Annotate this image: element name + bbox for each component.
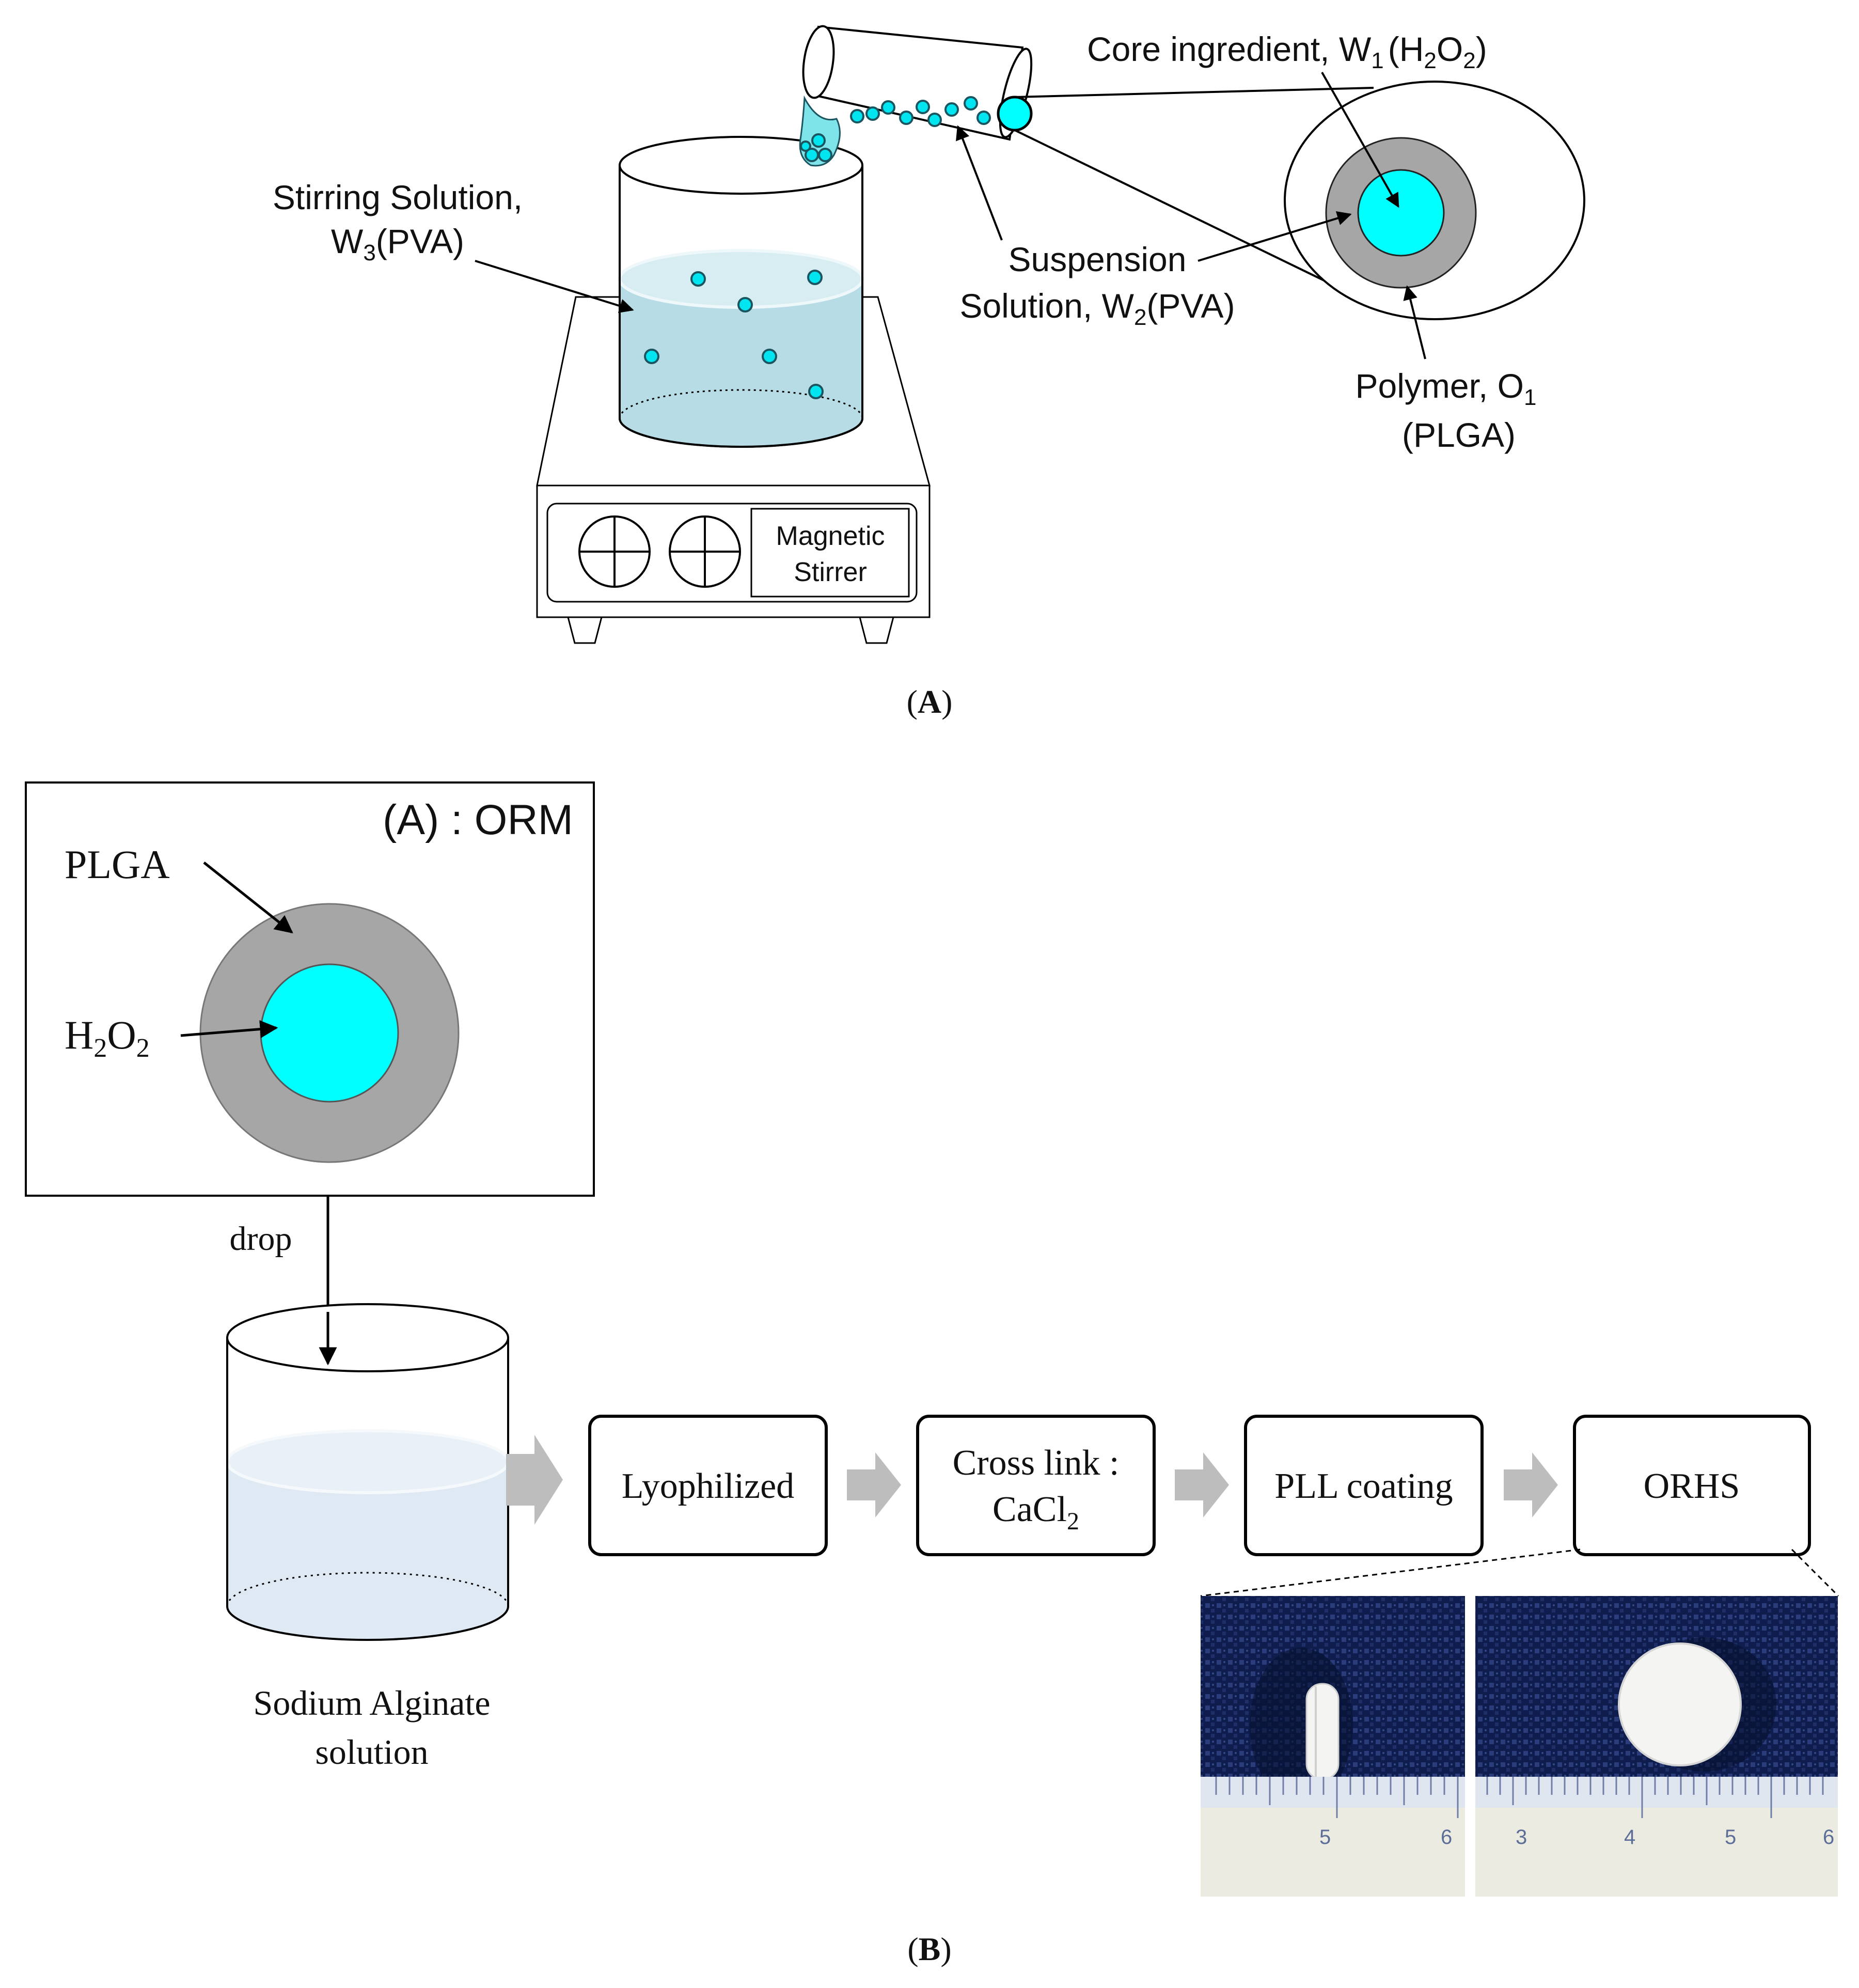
step-orhs: ORHS [1573,1415,1811,1556]
scaffold-side [1305,1683,1340,1780]
svg-text:Cross link :: Cross link : [953,1443,1120,1483]
polymer-label: Polymer, O1 (PLGA) [1356,285,1537,454]
zoom-line-bottom [1014,129,1364,301]
scaffold-top [1618,1642,1742,1766]
svg-text:CaCl2: CaCl2 [992,1490,1079,1535]
knob-1-icon[interactable] [578,515,651,588]
svg-text:6: 6 [1441,1826,1452,1849]
svg-text:5: 5 [1319,1826,1331,1849]
ruler-1: 5 6 [1201,1777,1465,1897]
suspension-solution-label: Suspension Solution, W2(PVA) [956,125,1352,330]
pouring-tube [799,25,1033,167]
beaker-label-line1: Sodium Alginate [254,1683,491,1723]
orm-title: (A) : ORM [383,796,573,843]
stirrer-label-line2: Stirrer [794,557,867,587]
orhs-photo-top: 3 4 5 6 [1475,1596,1838,1897]
svg-text:Stirring Solution,: Stirring Solution, [273,178,523,216]
panel-a: Magnetic Stirrer [273,25,1585,720]
panel-b: (A) : ORM PLGA H2O2 drop Sodium Alginate [25,781,1839,1967]
photo-zoom-line-right [1791,1548,1839,1597]
flow-arrows [506,1435,1558,1525]
svg-text:Solution, W2(PVA): Solution, W2(PVA) [959,287,1235,330]
svg-text:Polymer, O1: Polymer, O1 [1356,367,1537,410]
svg-text:6: 6 [1823,1826,1834,1849]
svg-text:5: 5 [1725,1826,1736,1849]
flow-arrow-2 [847,1452,901,1517]
stirring-solution-label: Stirring Solution, W3(PVA) [273,178,634,313]
panel-a-caption: (A) [907,683,953,720]
svg-text:ORHS: ORHS [1644,1466,1740,1506]
plga-label: PLGA [65,842,170,887]
drop-label: drop [230,1220,292,1258]
stirrer-foot-right [859,616,894,644]
step-cross-link: Cross link : CaCl2 [916,1415,1156,1556]
stirrer-foot-left [567,616,603,644]
svg-text:3: 3 [1516,1826,1527,1849]
ruler-2: 3 4 5 6 [1475,1777,1838,1897]
step-pll-coating: PLL coating [1244,1415,1484,1556]
svg-text:Suspension: Suspension [1009,240,1187,278]
svg-text:W3(PVA): W3(PVA) [331,222,464,265]
orm-box: (A) : ORM PLGA H2O2 [25,781,595,1197]
svg-text:Core ingredient, W1(H2O2): Core ingredient, W1(H2O2) [1087,30,1487,73]
alginate-beaker: Sodium Alginate solution [226,1303,510,1772]
svg-text:4: 4 [1624,1826,1635,1849]
stirring-beaker [618,136,864,448]
h2o2-label: H2O2 [65,1012,150,1063]
photo-zoom-line-left [1200,1548,1581,1597]
knob-2-icon[interactable] [669,515,741,588]
svg-text:PLL coating: PLL coating [1274,1466,1453,1506]
flow-arrow-1 [506,1435,563,1525]
zoom-line-top [1014,87,1374,98]
microsphere-zoom [1284,81,1585,320]
svg-text:Lyophilized: Lyophilized [622,1466,794,1506]
panel-b-caption: (B) [907,1931,951,1967]
orhs-photo-side: 5 6 [1201,1596,1465,1897]
stirrer-label-line1: Magnetic [776,521,885,551]
microsphere-particles [644,270,824,399]
orm-h2o2-core [260,963,399,1103]
single-microsphere [997,96,1033,132]
svg-text:(PLGA): (PLGA) [1402,416,1516,454]
flow-arrow-4 [1504,1452,1558,1517]
step-lyophilized: Lyophilized [588,1415,828,1556]
flow-arrow-3 [1175,1452,1229,1517]
tube-particles [800,96,991,162]
h2o2-core [1357,169,1445,257]
core-ingredient-label: Core ingredient, W1(H2O2) [1087,30,1487,208]
beaker-label-line2: solution [315,1732,428,1772]
